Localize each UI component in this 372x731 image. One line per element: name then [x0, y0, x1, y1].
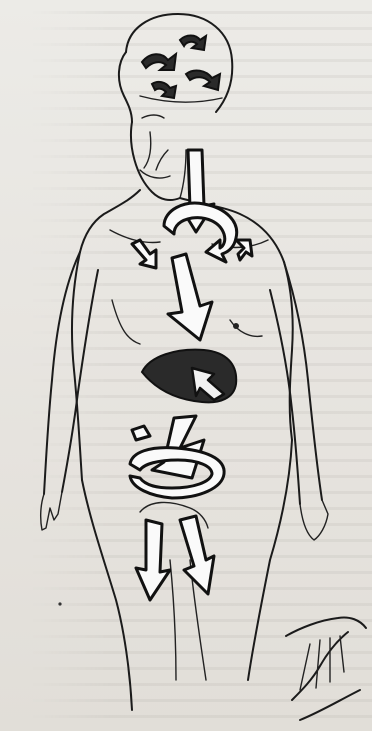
head	[119, 14, 232, 200]
right-shoulder-arrow	[236, 240, 252, 260]
brain-arrows	[142, 36, 220, 99]
left-arm	[41, 252, 98, 530]
intestine-curl-arrow	[130, 416, 224, 498]
right-hand	[286, 617, 366, 720]
left-leg-arrow	[136, 520, 170, 600]
right-leg-arrow	[180, 516, 214, 594]
abdomen-arrow	[168, 254, 212, 340]
left-shoulder-arrow	[132, 240, 156, 268]
ink-dot	[58, 602, 61, 605]
liver-organ	[142, 350, 236, 403]
right-arm	[270, 262, 328, 540]
chest-curl-arrow	[164, 203, 237, 262]
